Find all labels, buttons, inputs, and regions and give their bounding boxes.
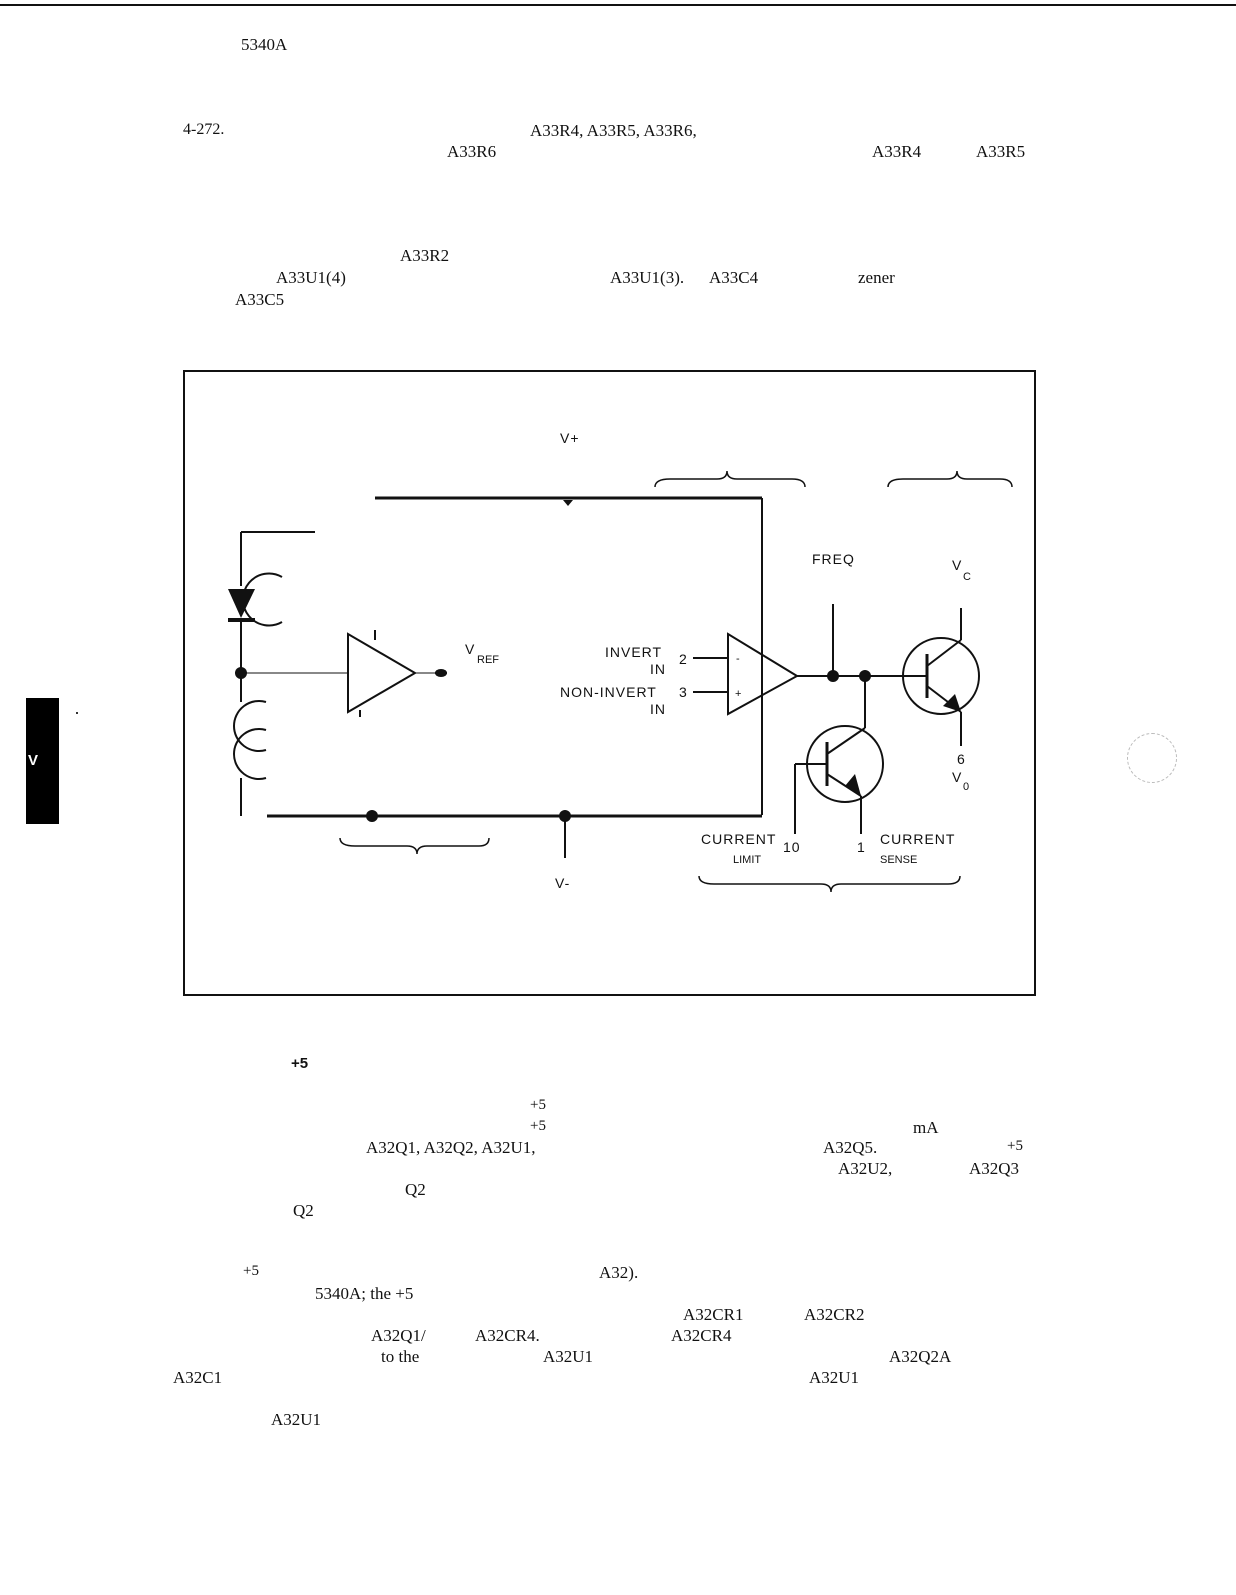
ref-r6: A33R6 xyxy=(447,142,497,161)
ref-q5: A32Q5. xyxy=(823,1138,878,1157)
ref-u1-4: A33U1(4) xyxy=(276,268,346,287)
label-minus-input: - xyxy=(736,653,740,665)
section-tab-letter: V xyxy=(28,752,39,769)
margin-dot xyxy=(76,712,78,714)
plus5-d: +5 xyxy=(243,1263,259,1279)
label-current-limit-cut: LIMIT xyxy=(733,854,761,866)
label-invert: INVERT xyxy=(605,644,662,660)
label-vo: V xyxy=(952,769,962,785)
top-rule xyxy=(0,4,1236,6)
plus5-c: +5 xyxy=(1007,1138,1023,1154)
label-non-invert-in: IN xyxy=(650,701,666,717)
ref-q2a: A32Q2A xyxy=(889,1347,952,1366)
plus5-bold: +5 xyxy=(291,1055,309,1072)
label-vref: V xyxy=(465,641,475,657)
label-current-sense-cut: SENSE xyxy=(880,854,917,866)
section-tab: V xyxy=(26,698,59,824)
schematic-figure: V+ V- FREQ V C V REF INVERT IN 2 NON-INV… xyxy=(183,370,1036,996)
label-pin-10: 10 xyxy=(783,839,801,855)
ref-cr2: A32CR2 xyxy=(804,1305,865,1324)
ref-r4-r5-r6: A33R4, A33R5, A33R6, xyxy=(530,121,697,140)
ref-u1-b: A32U1 xyxy=(809,1368,860,1387)
ref-q2-a: Q2 xyxy=(405,1180,426,1199)
label-v-minus: V- xyxy=(555,875,570,891)
ref-q1: A32Q1/ xyxy=(371,1326,426,1345)
ref-u1-c: A32U1 xyxy=(271,1410,322,1429)
label-plus-input: + xyxy=(735,688,741,700)
unit-ma: mA xyxy=(913,1118,939,1137)
ref-c4: A33C4 xyxy=(709,268,759,287)
schematic-drawing: V+ V- FREQ V C V REF INVERT IN 2 NON-INV… xyxy=(228,430,1013,893)
label-pin-6: 6 xyxy=(957,751,966,767)
faded-stamp xyxy=(1127,733,1177,783)
ref-c5: A33C5 xyxy=(235,290,285,309)
ref-q2-b: Q2 xyxy=(293,1201,314,1220)
label-non-invert: NON-INVERT xyxy=(560,684,657,700)
ref-u1-3: A33U1(3). xyxy=(610,268,685,287)
ref-r4: A33R4 xyxy=(872,142,922,161)
plus5-b: +5 xyxy=(530,1118,546,1134)
plus5-a: +5 xyxy=(530,1097,546,1113)
para-number: 4-272. xyxy=(183,121,225,138)
word-zener: zener xyxy=(858,268,895,287)
ref-cr4-b: A32CR4 xyxy=(671,1326,732,1345)
model-the-plus5: 5340A; the +5 xyxy=(315,1284,414,1303)
label-pin-2: 2 xyxy=(679,651,688,667)
ref-r5: A33R5 xyxy=(976,142,1026,161)
label-vc: V xyxy=(952,557,962,573)
label-invert-in: IN xyxy=(650,661,666,677)
words-to-the: to the xyxy=(381,1347,420,1366)
label-pin-1: 1 xyxy=(857,839,866,855)
label-current-limit: CURRENT xyxy=(701,831,776,847)
ref-c1: A32C1 xyxy=(173,1368,223,1387)
label-vc-sub: C xyxy=(963,571,971,583)
ref-cr4-a: A32CR4. xyxy=(475,1326,540,1345)
label-v-plus: V+ xyxy=(560,430,580,446)
label-pin-3: 3 xyxy=(679,684,688,700)
ref-q3: A32Q3 xyxy=(969,1159,1020,1178)
model-header: 5340A xyxy=(241,35,288,54)
ref-u2: A32U2, xyxy=(838,1159,893,1178)
label-current-sense: CURRENT xyxy=(880,831,955,847)
label-vo-sub: 0 xyxy=(963,781,969,793)
ref-q1-q2-u1: A32Q1, A32Q2, A32U1, xyxy=(366,1138,536,1157)
label-freq: FREQ xyxy=(812,551,855,567)
label-vref-sub: REF xyxy=(477,654,499,666)
ref-a32: A32). xyxy=(599,1263,639,1282)
ref-r2: A33R2 xyxy=(400,246,450,265)
ref-u1-a: A32U1 xyxy=(543,1347,594,1366)
ref-cr1: A32CR1 xyxy=(683,1305,744,1324)
